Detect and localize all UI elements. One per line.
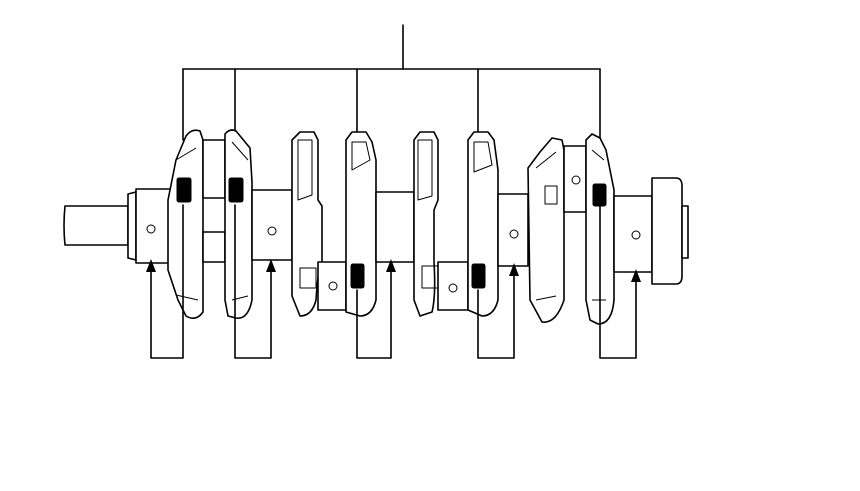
crank-pin-4 xyxy=(563,145,587,213)
mark-5 xyxy=(592,183,607,207)
reference-marks xyxy=(176,177,607,289)
crank-pin-2 xyxy=(317,261,347,311)
crank-pin-3 xyxy=(437,261,469,311)
main-journal-5 xyxy=(613,195,653,273)
main-journal-4 xyxy=(497,193,529,267)
mark-3 xyxy=(350,263,365,289)
mark-4 xyxy=(471,263,486,289)
mark-1 xyxy=(176,177,192,203)
rear-flange xyxy=(651,177,689,285)
top-leader-lines xyxy=(182,24,601,141)
counterweight-5 xyxy=(413,131,439,317)
counterweight-3 xyxy=(291,131,323,317)
main-journal-2 xyxy=(251,189,293,261)
counterweight-1 xyxy=(167,129,204,320)
counterweight-2 xyxy=(224,129,253,319)
main-journal-3 xyxy=(375,191,415,263)
mark-2 xyxy=(228,177,244,203)
bottom-leader-lines xyxy=(146,204,641,359)
crank-snout xyxy=(63,188,179,264)
counterweight-7 xyxy=(527,137,565,323)
crank-pin-1 xyxy=(202,139,226,263)
